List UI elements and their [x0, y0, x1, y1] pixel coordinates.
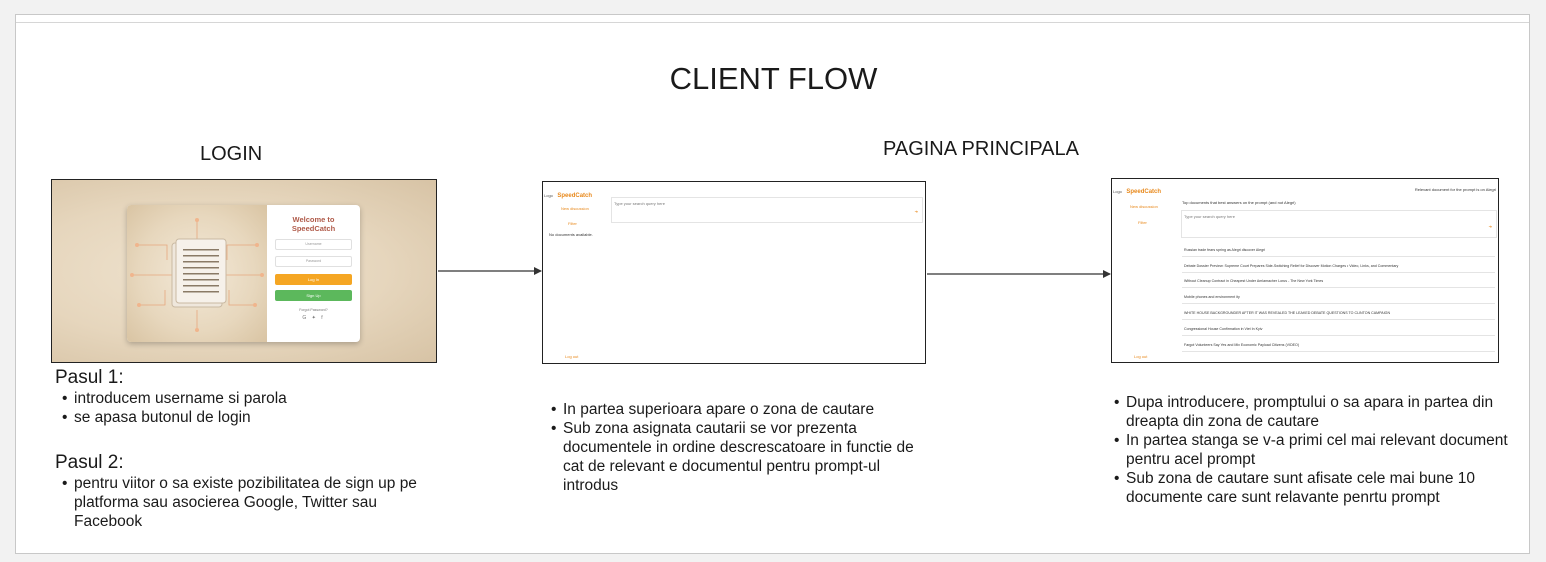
- brand-name: SpeedCatch: [1126, 189, 1162, 195]
- step-1-heading: Pasul 1:: [55, 367, 124, 388]
- step-2-list: pentru viitor o sa existe pozibilitatea …: [62, 474, 442, 531]
- result-row: WHITE HOUSE BACKGROUNDER AFTER IT WAS RE…: [1182, 306, 1495, 320]
- step-1-bullet: se apasa butonul de login: [62, 408, 442, 427]
- description-bullet: Dupa introducere, promptului o sa apara …: [1114, 393, 1514, 431]
- log-out-link: Log out: [565, 354, 579, 359]
- description-bullet: Sub zona asignata cautarii se vor prezen…: [551, 419, 936, 495]
- flow-arrows: [438, 267, 1111, 278]
- signup-button: Sign Up: [275, 290, 352, 301]
- server-chip-illustration: [130, 218, 264, 332]
- result-row: Fargot Volunteers Say Yes and Mix Econom…: [1182, 338, 1495, 352]
- description-bullet: In partea stanga se v-a primi cel mai re…: [1114, 431, 1514, 469]
- password-field: Password: [275, 256, 352, 267]
- social-login-icons: G ✦ f: [302, 315, 325, 321]
- login-card: Welcome to SpeedCatch Username Password …: [127, 205, 360, 342]
- description-bullet: In partea superioara apare o zona de cau…: [551, 400, 936, 419]
- brand-name: SpeedCatch: [557, 193, 593, 199]
- login-form: Welcome to SpeedCatch Username Password …: [267, 205, 360, 342]
- step-2-heading: Pasul 2:: [55, 452, 124, 473]
- send-arrow-icon: ➔: [1488, 224, 1492, 229]
- search-box: Type your search query here ➔: [1181, 210, 1497, 238]
- forgot-password-link: Forgot Password?: [299, 308, 328, 312]
- login-section-title: LOGIN: [200, 143, 263, 165]
- filter-link: Filter: [1138, 220, 1147, 225]
- main-page-empty-description: In partea superioara apare o zona de cau…: [551, 400, 936, 495]
- welcome-heading: Welcome to SpeedCatch: [291, 215, 336, 233]
- result-row: Russian trade fears spring as Alegri dis…: [1182, 243, 1495, 257]
- step-1-list: introducem username si parola se apasa b…: [62, 389, 442, 427]
- send-arrow-icon: ➔: [914, 209, 918, 214]
- diagram-canvas: CLIENT FLOW LOGIN: [15, 14, 1530, 554]
- main-page-results-screenshot: Logo SpeedCatch Relevant document for th…: [1111, 178, 1499, 363]
- result-row: Mobile phones and environment ity: [1182, 290, 1495, 304]
- main-page-results-description: Dupa introducere, promptului o sa apara …: [1114, 393, 1514, 507]
- top-divider: [16, 22, 1529, 23]
- login-button: Log In: [275, 274, 352, 285]
- new-discussion-link: New discussion: [561, 206, 589, 211]
- search-placeholder: Type your search query here: [1184, 214, 1235, 219]
- login-screenshot: Welcome to SpeedCatch Username Password …: [51, 179, 437, 363]
- result-row: Debate Dossier Preview: Supreme Court Pr…: [1182, 259, 1495, 273]
- result-row: Congressional House Confirmation in Viet…: [1182, 322, 1495, 336]
- step-1-bullet: introducem username si parola: [62, 389, 442, 408]
- new-discussion-link: New discussion: [1130, 204, 1158, 209]
- username-field: Username: [275, 239, 352, 250]
- result-row: Without Cleanup Contract in Cheapest Und…: [1182, 274, 1495, 288]
- login-illustration: [127, 205, 267, 342]
- log-out-link: Log out: [1134, 354, 1148, 359]
- filter-link: Filter: [568, 221, 577, 226]
- prompt-text: Top documents that best answers on the p…: [1182, 200, 1296, 205]
- main-page-section-title: PAGINA PRINCIPALA: [883, 138, 1079, 160]
- main-page-empty-screenshot: Logo SpeedCatch New discussion Filter No…: [542, 181, 926, 364]
- logo-placeholder: Logo: [544, 193, 553, 198]
- search-box: Type your search query here ➔: [611, 197, 923, 223]
- search-placeholder: Type your search query here: [614, 201, 665, 206]
- no-documents-text: No documents available.: [549, 232, 593, 237]
- step-2-bullet: pentru viitor o sa existe pozibilitatea …: [62, 474, 442, 531]
- description-bullet: Sub zona de cautare sunt afisate cele ma…: [1114, 469, 1514, 507]
- diagram-title: CLIENT FLOW: [669, 61, 878, 96]
- logo-placeholder: Logo: [1113, 189, 1122, 194]
- top-relevant-document: Relevant document for the prompt is on A…: [1414, 187, 1496, 192]
